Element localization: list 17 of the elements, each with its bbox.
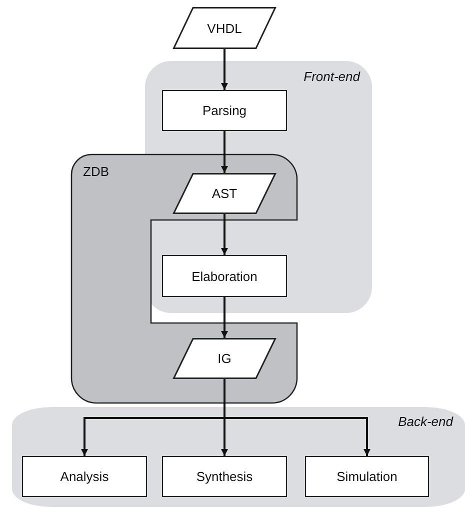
region-title: Front-end [304,69,360,84]
database-region [71,154,298,404]
arrow [221,131,228,173]
arrow [221,214,228,255]
data-parallelogram: AST [173,173,276,214]
region-title: Back-end [398,414,453,429]
process-box: Synthesis [162,456,287,497]
arrow [221,297,228,338]
data-parallelogram: IG [173,338,276,379]
process-box: Elaboration [162,255,287,297]
data-parallelogram: VHDL [173,7,276,49]
process-box: Parsing [162,90,287,131]
arrow [221,49,228,90]
process-box: Simulation [305,456,429,497]
back-end-band [12,407,465,507]
process-box: Analysis [22,456,147,497]
region-title: ZDB [83,164,109,179]
